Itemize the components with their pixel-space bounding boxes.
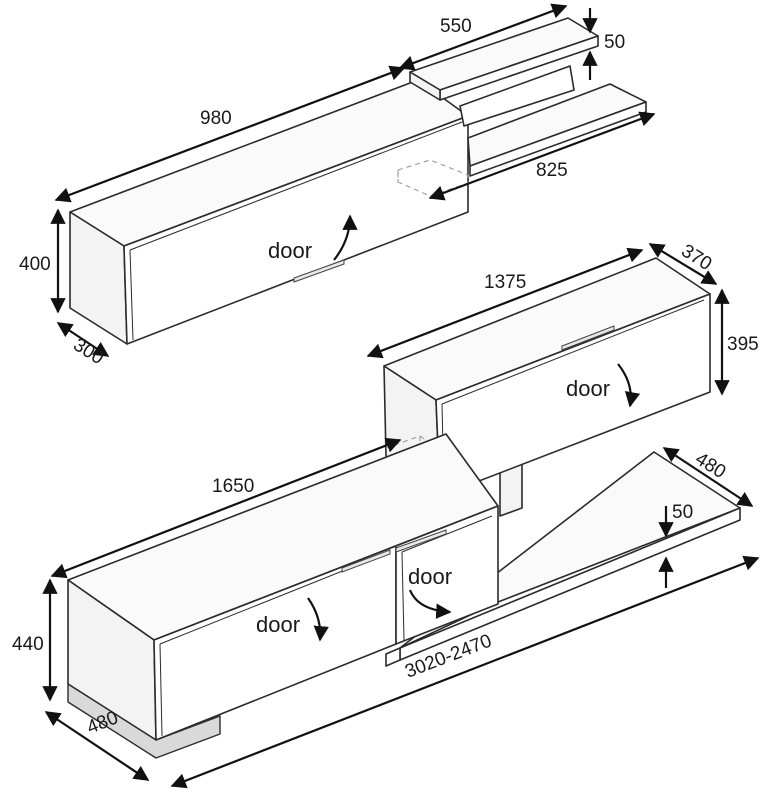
door-arrow-bottom-left [307,597,329,642]
door-label-bottom-left: door [256,612,300,637]
dim-label-440: 440 [12,634,44,655]
dim-line-550 [398,3,568,71]
dim-label-1375: 1375 [484,272,526,293]
dim-line-370 [648,243,718,285]
door-arrow-middle [617,363,641,408]
door-arrow-top [333,214,358,261]
door-arrow-bottom-right [408,589,452,619]
dim-line-480-shelf [662,447,754,507]
dim-line-1650 [50,437,402,579]
dim-label-550: 550 [440,16,472,37]
dim-line-1375 [366,247,644,359]
dim-label-400: 400 [19,254,51,275]
dim-line-980 [54,65,406,203]
door-indicator-middle: door [566,363,641,408]
top-cabinet-handle [293,259,345,283]
dim-label-370: 370 [677,240,715,275]
door-indicator-top: door [268,214,358,263]
door-label-top: door [268,238,312,263]
dim-label-980: 980 [200,108,232,129]
dim-line-480-front [44,711,150,781]
dim-label-50-upper: 50 [604,32,625,53]
dim-label-395: 395 [727,334,759,355]
dim-label-300: 300 [69,334,107,369]
dim-label-825: 825 [536,160,568,181]
dim-line-total [170,555,760,789]
bottom-tv-cabinet [67,433,499,759]
dim-label-1650: 1650 [212,476,254,497]
door-label-bottom-right: door [408,564,452,589]
dim-line-825 [428,111,656,201]
door-label-middle: door [566,376,610,401]
dim-label-480-shelf: 480 [691,448,729,483]
door-indicator-bottom-right: door [408,564,452,619]
dim-line-300 [56,322,110,357]
dim-label-50-shelf: 50 [672,502,693,523]
door-indicator-bottom-left: door [256,597,329,642]
